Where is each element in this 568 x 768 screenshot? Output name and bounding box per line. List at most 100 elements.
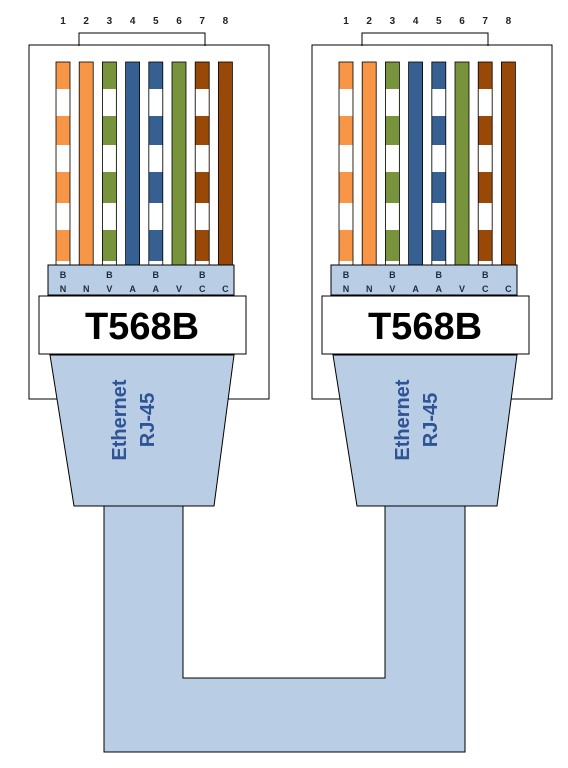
color-code-bottom: C: [505, 284, 512, 294]
cable-label-line2: RJ-45: [137, 393, 159, 447]
cable-label-line1: Ethernet: [109, 379, 131, 460]
wire-stripe: [102, 203, 116, 230]
wire-stripe: [478, 89, 492, 116]
wire-stripe: [385, 89, 399, 116]
pin-number: 8: [223, 16, 229, 27]
color-code-top: B: [482, 270, 489, 280]
color-code-bottom: N: [343, 284, 350, 294]
wire-stripe: [385, 145, 399, 172]
color-code-top: B: [199, 270, 206, 280]
wire-2-body: [361, 61, 377, 266]
standard-label-box: [38, 295, 247, 355]
pin-bracket: [361, 32, 489, 46]
color-code-top: B: [436, 270, 443, 280]
wire-2: [361, 61, 377, 266]
wire-stripe: [339, 145, 353, 172]
wire-stripe: [385, 203, 399, 230]
wire-8: [217, 61, 233, 266]
wire-stripe: [102, 145, 116, 172]
wire-stripe: [149, 145, 163, 172]
color-code-bottom: A: [129, 284, 136, 294]
wire-4-body: [125, 61, 140, 266]
wire-stripe: [195, 145, 209, 172]
wire-8-body: [500, 61, 516, 266]
connector-boot: [332, 354, 518, 507]
wire-1: [55, 61, 71, 288]
color-code-bottom: V: [389, 284, 395, 294]
wire-7: [194, 61, 210, 288]
wire-stripe: [195, 89, 209, 116]
color-code-bottom: N: [83, 284, 90, 294]
wire-stripe: [56, 89, 70, 116]
wire-7: [477, 61, 493, 288]
wire-8: [500, 61, 516, 266]
color-code-bottom: C: [482, 284, 489, 294]
wire-6: [454, 61, 470, 266]
wire-8-body: [217, 61, 233, 266]
wire-3: [102, 61, 117, 288]
wire-6-body: [171, 61, 187, 266]
wire-5: [148, 61, 164, 288]
wire-3: [384, 61, 400, 288]
wire-stripe: [339, 89, 353, 116]
pin-number: 1: [343, 16, 349, 27]
color-code-bottom: A: [412, 284, 419, 294]
color-code-strip: [330, 264, 518, 296]
wire-stripe: [432, 145, 446, 172]
color-code-strip: [47, 264, 235, 296]
color-code-bottom: C: [199, 284, 206, 294]
pin-number: 4: [413, 16, 419, 27]
wire-4: [125, 61, 140, 266]
wire-stripe: [478, 203, 492, 230]
wire-stripe: [478, 145, 492, 172]
color-code-top: B: [153, 270, 160, 280]
pin-number: 2: [83, 16, 89, 27]
pin-number: 7: [482, 16, 488, 27]
standard-label: T568B: [85, 306, 199, 348]
cable-label-line1: Ethernet: [392, 379, 414, 460]
pin-number: 6: [176, 16, 182, 27]
color-code-bottom: A: [153, 284, 160, 294]
standard-label: T568B: [368, 306, 482, 348]
wire-2-body: [78, 61, 94, 266]
wire-stripe: [432, 203, 446, 230]
pin-number: 5: [153, 16, 159, 27]
color-code-top: B: [106, 270, 113, 280]
pin-number: 7: [199, 16, 205, 27]
wire-stripe: [195, 203, 209, 230]
wire-4-body: [408, 61, 424, 266]
color-code-bottom: C: [222, 284, 229, 294]
pin-number: 4: [130, 16, 136, 27]
pin-number: 8: [506, 16, 512, 27]
wire-4: [408, 61, 424, 266]
color-code-top: B: [343, 270, 350, 280]
wire-stripe: [432, 89, 446, 116]
color-code-bottom: V: [106, 284, 112, 294]
wire-stripe: [149, 203, 163, 230]
pin-number: 2: [366, 16, 372, 27]
pin-number: 6: [459, 16, 465, 27]
wire-stripe: [56, 203, 70, 230]
standard-label-box: [321, 295, 530, 355]
color-code-bottom: V: [176, 284, 182, 294]
pin-number: 3: [390, 16, 396, 27]
connector-boot: [49, 354, 235, 507]
color-code-bottom: N: [60, 284, 67, 294]
pin-number: 5: [436, 16, 442, 27]
pin-bracket: [78, 32, 206, 46]
wire-stripe: [149, 89, 163, 116]
patch-cable: [103, 505, 466, 753]
wire-6: [171, 61, 187, 266]
pin-number: 1: [60, 16, 66, 27]
wire-5: [431, 61, 447, 288]
color-code-top: B: [60, 270, 67, 280]
pin-number: 3: [107, 16, 113, 27]
wire-stripe: [56, 145, 70, 172]
wire-2: [78, 61, 94, 266]
cable-label-line2: RJ-45: [420, 393, 442, 447]
wire-stripe: [339, 203, 353, 230]
wire-6-body: [454, 61, 470, 266]
